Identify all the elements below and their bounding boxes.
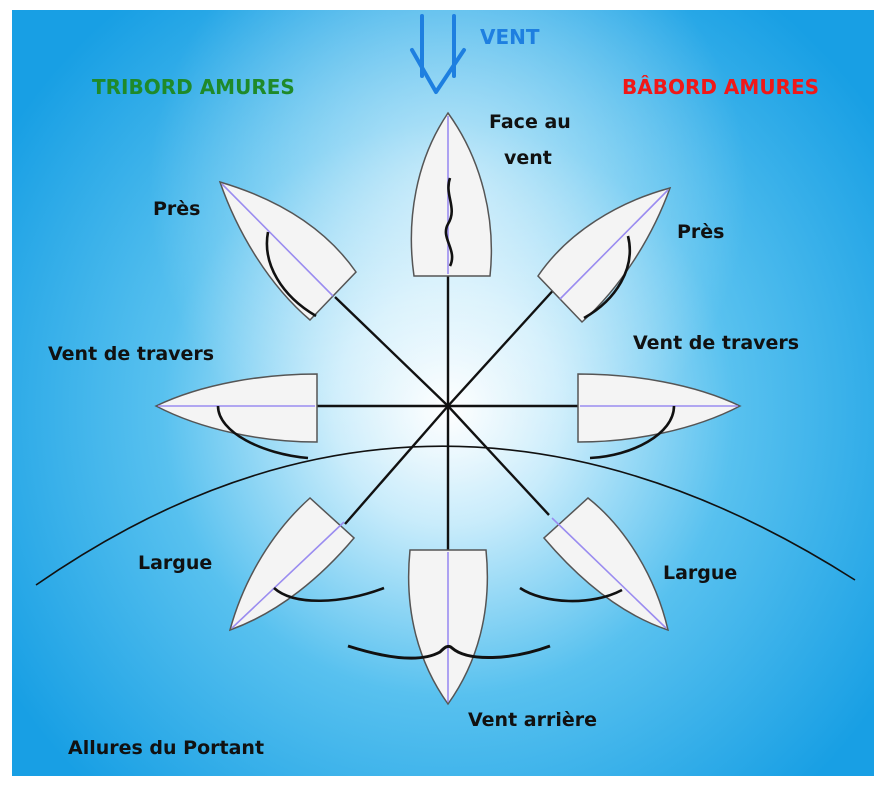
label-head-to-wind-line1: Face au	[489, 111, 571, 133]
label-beam-reach-right: Vent de travers	[633, 332, 799, 354]
label-running: Vent arrière	[468, 709, 597, 731]
port-tack-label: BÂBORD AMURES	[622, 75, 819, 99]
label-broad-reach-left: Largue	[138, 552, 212, 574]
starboard-tack-label: TRIBORD AMURES	[92, 75, 295, 99]
downwind-zone-label: Allures du Portant	[68, 737, 264, 759]
diagram-canvas: VENT TRIBORD AMURES BÂBORD AMURES	[12, 10, 874, 776]
label-head-to-wind-line2: vent	[504, 147, 552, 169]
wind-label: VENT	[480, 25, 540, 49]
label-close-hauled-right: Près	[677, 221, 725, 243]
label-close-hauled-left: Près	[153, 198, 201, 220]
label-beam-reach-left: Vent de travers	[48, 343, 214, 365]
label-broad-reach-right: Largue	[663, 562, 737, 584]
points-of-sail-diagram: VENT TRIBORD AMURES BÂBORD AMURES	[12, 10, 874, 776]
